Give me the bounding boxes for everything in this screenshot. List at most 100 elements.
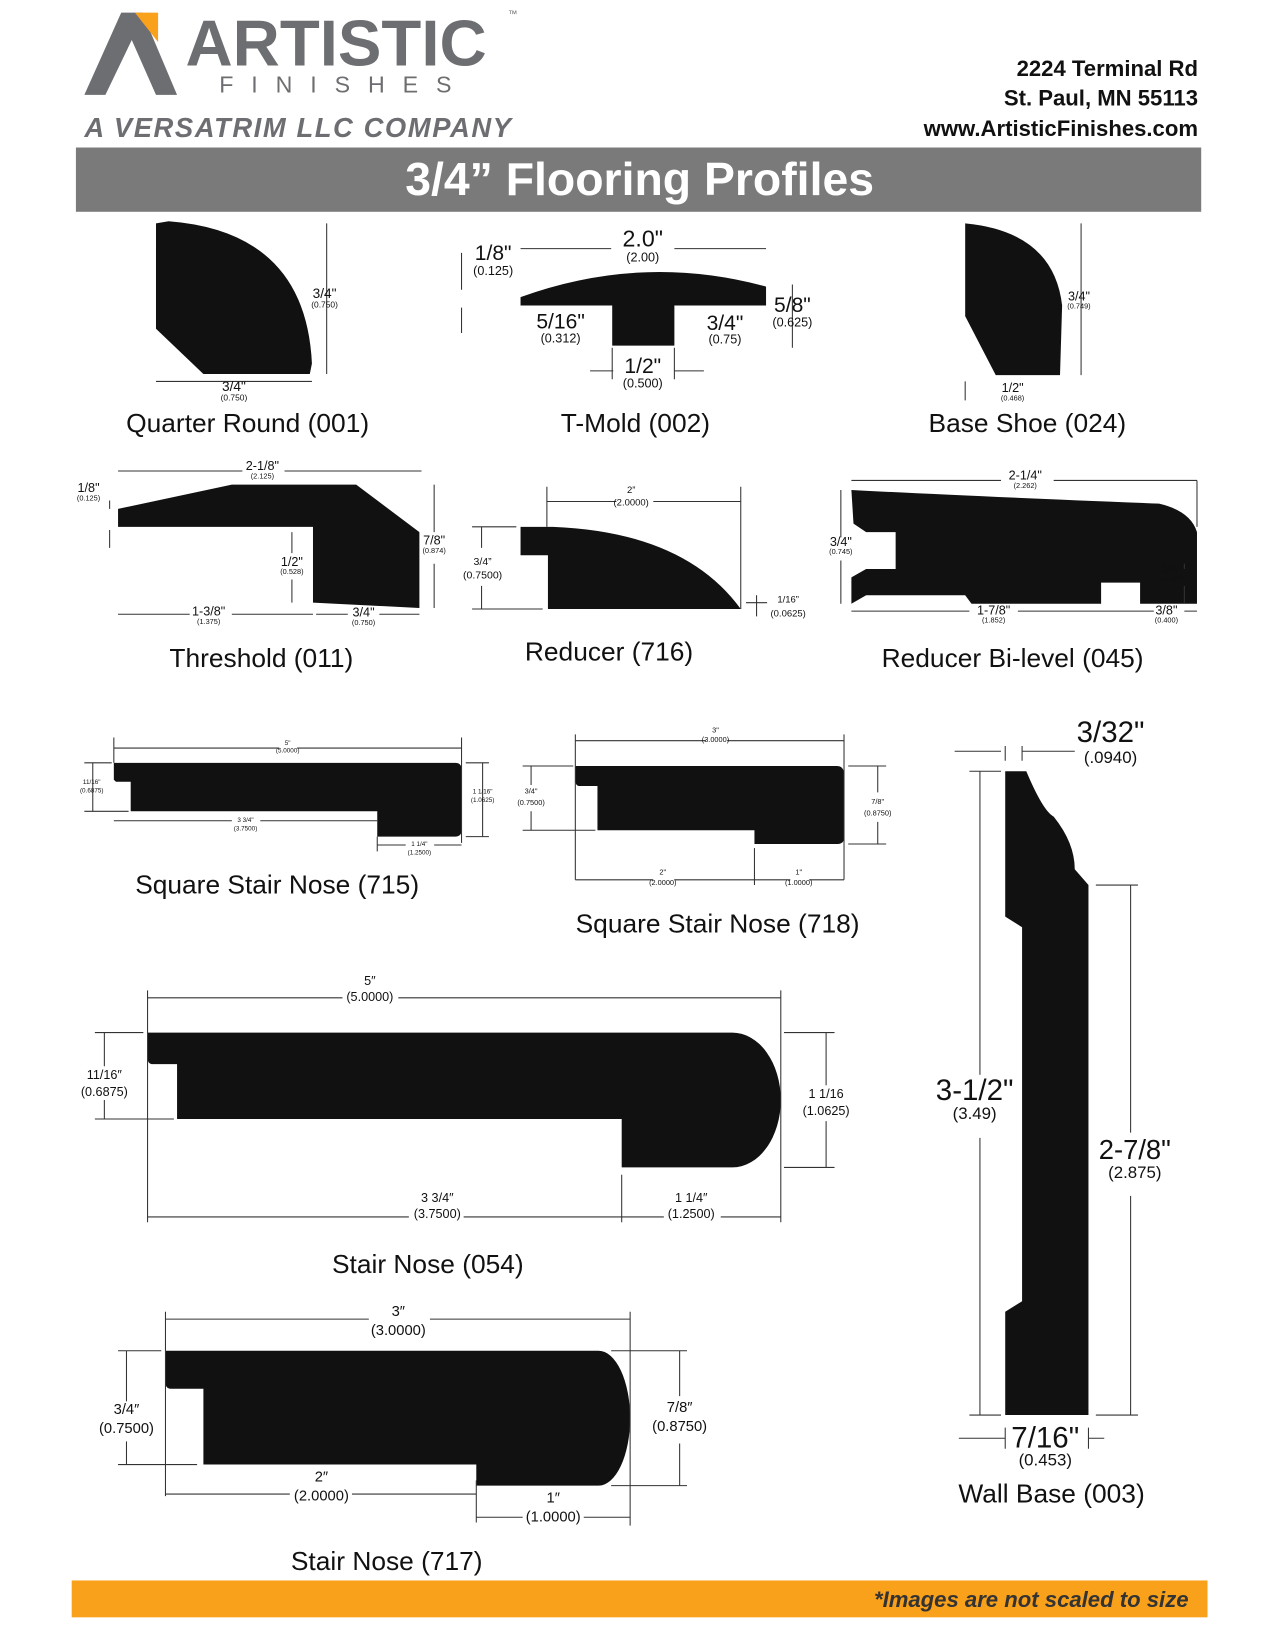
dimension-fraction: 3/4"	[525, 786, 538, 795]
profile-label: Stair Nose (054)	[332, 1249, 524, 1279]
dimension-decimal: (0.500)	[623, 377, 663, 391]
page-title: 3/4” Flooring Profiles	[405, 153, 874, 205]
dimension-decimal: (.0940)	[1084, 748, 1137, 767]
dimension-decimal: (2.0000)	[294, 1488, 349, 1504]
logo-tagline: A VERSATRIM LLC COMPANY	[83, 112, 513, 143]
dimension-decimal: (0.7500)	[463, 569, 502, 581]
dimension-decimal: (0.8750)	[864, 809, 891, 818]
dimension-fraction: 7/8"	[423, 534, 445, 548]
dimension-decimal: (0.625)	[772, 316, 812, 330]
logo-sub: FINISHES	[219, 72, 469, 98]
dimension-fraction: 7/8"	[871, 797, 884, 806]
reducer-bilevel-shape	[851, 489, 1197, 604]
dimension-fraction: 1/8"	[78, 481, 100, 495]
dimension-decimal: (2.00)	[626, 250, 659, 264]
dimension-decimal: (0.0625)	[771, 608, 806, 619]
dimension-decimal: (1.375)	[197, 617, 220, 626]
dimension-fraction: 1″	[546, 1490, 559, 1506]
dimension-fraction: 1 1/4"	[411, 841, 427, 848]
dimension-decimal: (1.2500)	[668, 1207, 715, 1221]
dimension-fraction: 5″	[364, 974, 376, 988]
dimension-decimal: (0.6875)	[80, 787, 104, 794]
dimension-fraction: 3/8"	[1155, 603, 1177, 617]
reducer-shape	[520, 526, 741, 610]
dimension-labels: 3/4"(0.750)3/4"(0.750)2.0"(2.00)1/8"(0.1…	[77, 226, 1183, 1526]
dimension-decimal: (2.125)	[251, 471, 274, 480]
dimension-fraction: 3/32"	[1077, 716, 1145, 749]
dimension-decimal: (0.528)	[280, 567, 303, 576]
dimension-decimal: (3.49)	[953, 1104, 997, 1123]
footer-note: *Images are not scaled to size	[874, 1587, 1189, 1612]
square-stair-nose-715-shape	[113, 762, 462, 837]
dimension-fraction: 3 3/4"	[237, 817, 253, 824]
profile-label: Quarter Round (001)	[126, 408, 369, 438]
dimension-decimal: (0.125)	[77, 493, 100, 502]
dimension-fraction: 2.0"	[623, 226, 663, 252]
stair-nose-054-shape	[147, 1032, 781, 1168]
base-shoe-shape	[965, 223, 1063, 376]
dimension-fraction: 1/2"	[624, 355, 661, 378]
dimension-fraction: 1-7/8"	[977, 603, 1010, 617]
dimension-fraction: 3-1/2"	[936, 1074, 1014, 1107]
profile-label: T-Mold (002)	[561, 408, 710, 438]
threshold-shape	[118, 484, 420, 608]
footer-bar	[71, 1580, 1208, 1618]
dimension-decimal: (2.875)	[1108, 1163, 1161, 1182]
dimension-decimal: (0.125)	[473, 264, 513, 278]
dimension-fraction: 3/8"	[1161, 562, 1183, 576]
dimension-fraction: 3/4"	[222, 379, 246, 394]
dimension-decimal: (0.6875)	[81, 1085, 128, 1099]
dimension-fraction: 5/16"	[536, 311, 584, 334]
dimension-fraction: 1 1/16"	[473, 788, 493, 795]
dimension-lines	[84, 223, 1198, 1526]
address-street: 2224 Terminal Rd	[1017, 56, 1198, 81]
dimension-decimal: (0.7500)	[517, 798, 544, 807]
dimension-fraction: 3″	[392, 1304, 405, 1320]
dimension-fraction: 3/4"	[313, 286, 337, 301]
dimension-decimal: (1.0625)	[803, 1104, 850, 1118]
dimension-fraction: 2″	[315, 1469, 328, 1485]
dimension-fraction: 2"	[659, 868, 666, 877]
dimension-fraction: 7/16"	[1011, 1422, 1079, 1455]
profile-label: Threshold (011)	[169, 643, 353, 673]
dimension-decimal: (0.750)	[352, 618, 375, 627]
dimension-fraction: 1/2"	[1002, 381, 1024, 395]
dimension-fraction: 11/16"	[83, 779, 101, 786]
company-logo: ARTISTIC ™ FINISHES A VERSATRIM LLC COMP…	[83, 6, 517, 143]
dimension-decimal: (1.0625)	[471, 797, 495, 804]
dimension-decimal: (0.453)	[1019, 1451, 1072, 1470]
dimension-decimal: (5.0000)	[276, 747, 300, 754]
dimension-decimal: (5.0000)	[346, 990, 393, 1004]
dimension-decimal: (3.7500)	[234, 825, 258, 832]
dimension-decimal: (2.262)	[1014, 481, 1037, 490]
logo-brand: ARTISTIC	[185, 6, 486, 79]
profile-label: Reducer Bi-level (045)	[882, 643, 1144, 673]
dimension-fraction: 3/4″	[114, 1402, 140, 1418]
dimension-decimal: (0.749)	[1067, 302, 1090, 311]
dimension-fraction: 1"	[795, 868, 802, 877]
dimension-fraction: 7/8″	[667, 1400, 693, 1416]
website-link[interactable]: www.ArtisticFinishes.com	[923, 116, 1198, 141]
dimension-decimal: (1.852)	[982, 616, 1005, 625]
profile-label: Square Stair Nose (715)	[135, 869, 419, 899]
dimension-fraction: 1 1/16	[809, 1087, 844, 1101]
dimension-fraction: 1-3/8"	[192, 604, 225, 618]
dimension-decimal: (3.0000)	[702, 735, 729, 744]
profile-label: Stair Nose (717)	[291, 1546, 483, 1576]
t-mold-shape	[520, 272, 767, 346]
dimension-fraction: 11/16″	[87, 1068, 123, 1082]
dimension-fraction: 5"	[285, 740, 291, 747]
address-city: St. Paul, MN 55113	[1004, 85, 1198, 110]
profile-label: Wall Base (003)	[958, 1478, 1144, 1508]
dimension-decimal: (0.7500)	[99, 1421, 154, 1437]
dimension-fraction: 2-1/4"	[1009, 468, 1042, 482]
dimension-decimal: (0.312)	[541, 331, 581, 345]
dimension-decimal: (1.2500)	[408, 850, 432, 857]
dimension-fraction: 1/2"	[281, 555, 303, 569]
dimension-decimal: (2.0000)	[614, 498, 649, 509]
profile-label: Base Shoe (024)	[929, 408, 1127, 438]
dimension-fraction: 3"	[712, 725, 719, 734]
profile-label: Square Stair Nose (718)	[576, 908, 860, 938]
dimension-fraction: 3/4"	[1068, 289, 1090, 303]
